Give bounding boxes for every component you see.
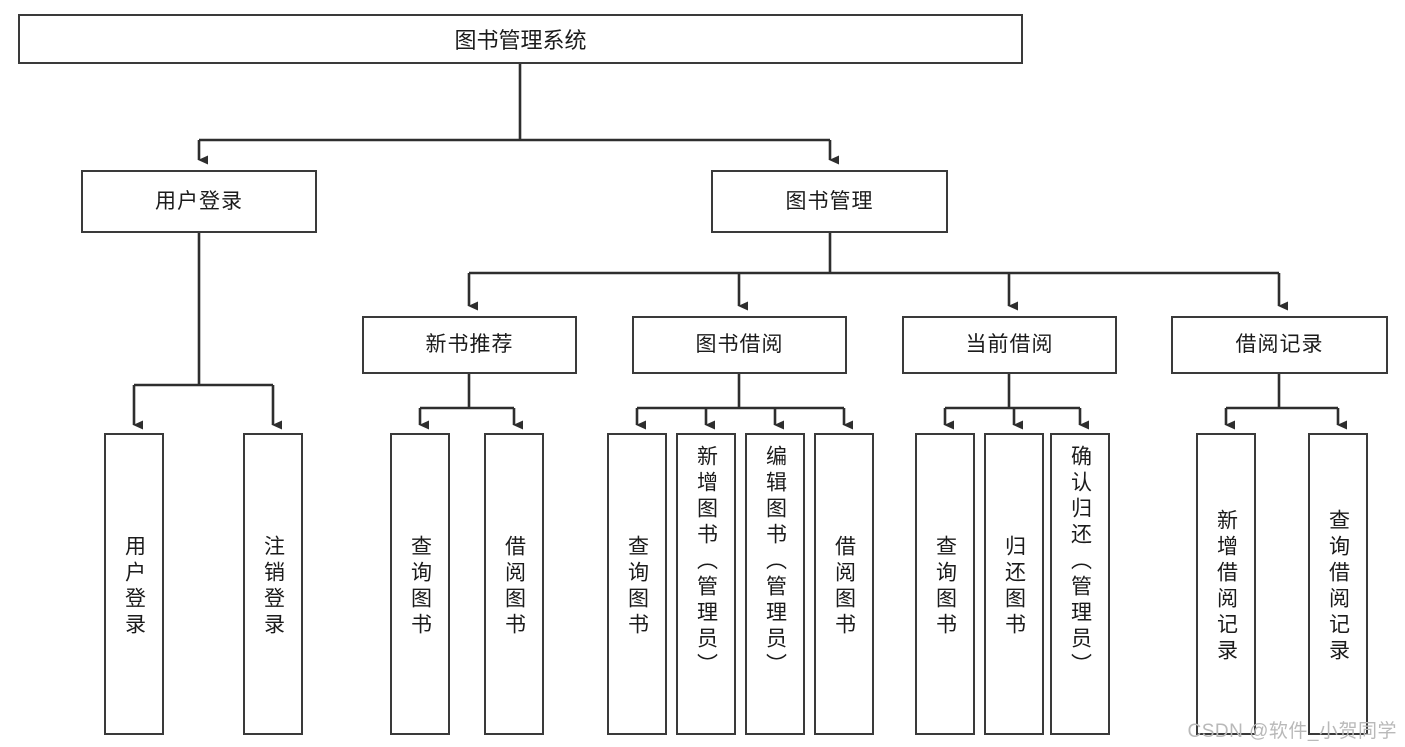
leaf-label: 借阅图书 — [502, 535, 526, 639]
leaf-text-wrap: 查询图书 — [609, 441, 665, 733]
node-root-book-management-system[interactable]: 图书管理系统 — [18, 14, 1023, 64]
node-new-book-recommend[interactable]: 新书推荐 — [362, 316, 577, 374]
leaf-text-wrap: 确认归还（管理员） — [1052, 441, 1108, 737]
leaf-borrow-record-add-record[interactable]: 新增借阅记录 — [1196, 433, 1256, 735]
node-book-management[interactable]: 图书管理 — [711, 170, 948, 233]
node-label: 借阅记录 — [1235, 333, 1324, 357]
node-book-borrow[interactable]: 图书借阅 — [632, 316, 847, 374]
node-borrow-record[interactable]: 借阅记录 — [1171, 316, 1388, 374]
leaf-text-wrap: 查询借阅记录 — [1310, 441, 1366, 733]
leaf-text-wrap: 用户登录 — [106, 441, 162, 733]
node-label: 图书借阅 — [695, 333, 784, 357]
leaf-text-wrap: 借阅图书 — [486, 441, 542, 733]
leaf-book-borrow-edit-book-admin[interactable]: 编辑图书（管理员） — [745, 433, 805, 735]
leaf-label: 查询图书 — [625, 535, 649, 639]
leaf-label: 用户登录 — [122, 535, 146, 639]
leaf-borrow-record-query-record[interactable]: 查询借阅记录 — [1308, 433, 1368, 735]
leaf-text-wrap: 查询图书 — [917, 441, 973, 733]
leaf-label: 确认归还（管理员） — [1068, 445, 1092, 679]
leaf-text-wrap: 借阅图书 — [816, 441, 872, 733]
node-label: 图书管理 — [785, 189, 874, 213]
node-label: 新书推荐 — [425, 333, 514, 357]
node-label: 当前借阅 — [965, 333, 1054, 357]
leaf-label: 注销登录 — [261, 535, 285, 639]
leaf-label: 查询图书 — [408, 535, 432, 639]
leaf-text-wrap: 新增借阅记录 — [1198, 441, 1254, 733]
leaf-text-wrap: 查询图书 — [392, 441, 448, 733]
leaf-current-borrow-query-book[interactable]: 查询图书 — [915, 433, 975, 735]
leaf-label: 查询借阅记录 — [1326, 509, 1350, 665]
leaf-current-borrow-confirm-return-admin[interactable]: 确认归还（管理员） — [1050, 433, 1110, 735]
leaf-label: 借阅图书 — [832, 535, 856, 639]
leaf-book-borrow-query-book[interactable]: 查询图书 — [607, 433, 667, 735]
leaf-user-login-logout[interactable]: 注销登录 — [243, 433, 303, 735]
node-label: 用户登录 — [155, 189, 243, 213]
leaf-label: 新增借阅记录 — [1214, 509, 1238, 665]
leaf-user-login-login[interactable]: 用户登录 — [104, 433, 164, 735]
leaf-new-book-query-book[interactable]: 查询图书 — [390, 433, 450, 735]
node-label: 图书管理系统 — [454, 28, 587, 53]
watermark: CSDN @软件_小贺同学 — [1187, 721, 1397, 742]
leaf-text-wrap: 归还图书 — [986, 441, 1042, 733]
node-user-login[interactable]: 用户登录 — [81, 170, 317, 233]
leaf-current-borrow-return-book[interactable]: 归还图书 — [984, 433, 1044, 735]
leaf-label: 编辑图书（管理员） — [763, 445, 787, 679]
leaf-book-borrow-borrow-book[interactable]: 借阅图书 — [814, 433, 874, 735]
leaf-label: 查询图书 — [933, 535, 957, 639]
leaf-text-wrap: 注销登录 — [245, 441, 301, 733]
leaf-new-book-borrow-book[interactable]: 借阅图书 — [484, 433, 544, 735]
leaf-text-wrap: 新增图书（管理员） — [678, 441, 734, 737]
leaf-book-borrow-add-book-admin[interactable]: 新增图书（管理员） — [676, 433, 736, 735]
leaf-label: 归还图书 — [1002, 535, 1026, 639]
leaf-label: 新增图书（管理员） — [694, 445, 718, 679]
node-current-borrow[interactable]: 当前借阅 — [902, 316, 1117, 374]
leaf-text-wrap: 编辑图书（管理员） — [747, 441, 803, 737]
